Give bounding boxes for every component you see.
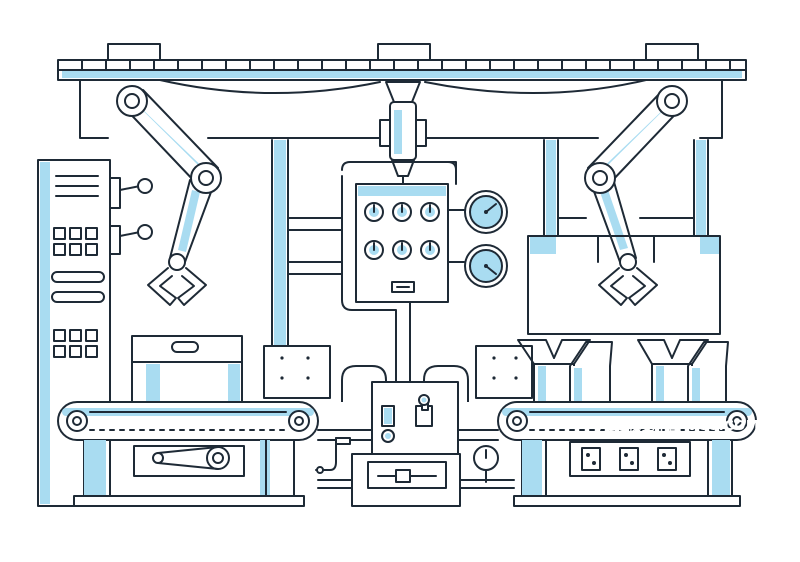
overhead-rail (57, 43, 747, 139)
grille-dot (514, 356, 518, 360)
base-socket-dot (586, 453, 590, 457)
cabinet-button (85, 329, 98, 342)
center-bottom-machine (263, 345, 533, 507)
pressure-gauge-bottom (464, 244, 508, 288)
cabinet-button (53, 227, 66, 240)
cabinet-button (53, 243, 66, 256)
cabinet-button (69, 243, 82, 256)
base-socket-dot (662, 453, 666, 457)
cabinet-button (69, 227, 82, 240)
grille-dot (280, 356, 284, 360)
grille-dot (280, 376, 284, 380)
package-left (131, 335, 243, 405)
watermark-logo: VCG (592, 416, 629, 435)
base-socket (619, 447, 639, 471)
central-control-panel (341, 161, 465, 383)
open-box-2 (569, 341, 613, 405)
grille-dot (492, 356, 496, 360)
open-box-4 (687, 341, 729, 405)
cabinet-button (53, 329, 66, 342)
cabinet-button (69, 345, 82, 358)
conveyor-right (497, 401, 757, 507)
grille-dot (492, 376, 496, 380)
cabinet-button (53, 345, 66, 358)
watermark-text: 视觉中国 VCG.COM 图片来源 (628, 418, 800, 434)
base-socket-dot (624, 453, 628, 457)
base-socket (581, 447, 601, 471)
base-socket-dot (668, 461, 672, 465)
base-socket-dot (592, 461, 596, 465)
grille-dot (306, 356, 310, 360)
support-columns (271, 139, 709, 347)
pressure-gauge-top (464, 190, 508, 234)
watermark: VCG 视觉中国 VCG.COM 图片来源 (592, 416, 800, 435)
robot-arm-right (584, 85, 688, 306)
hoppers-right (527, 235, 721, 335)
grille-dot (306, 376, 310, 380)
center-nozzle (379, 81, 427, 185)
conveyor-left (57, 401, 319, 507)
cabinet-button (85, 227, 98, 240)
robot-arm-left (116, 85, 222, 306)
cabinet-button (85, 345, 98, 358)
cabinet-button (69, 329, 82, 342)
base-socket (657, 447, 677, 471)
base-socket-dot (630, 461, 634, 465)
cabinet-button (85, 243, 98, 256)
grille-dot (514, 376, 518, 380)
